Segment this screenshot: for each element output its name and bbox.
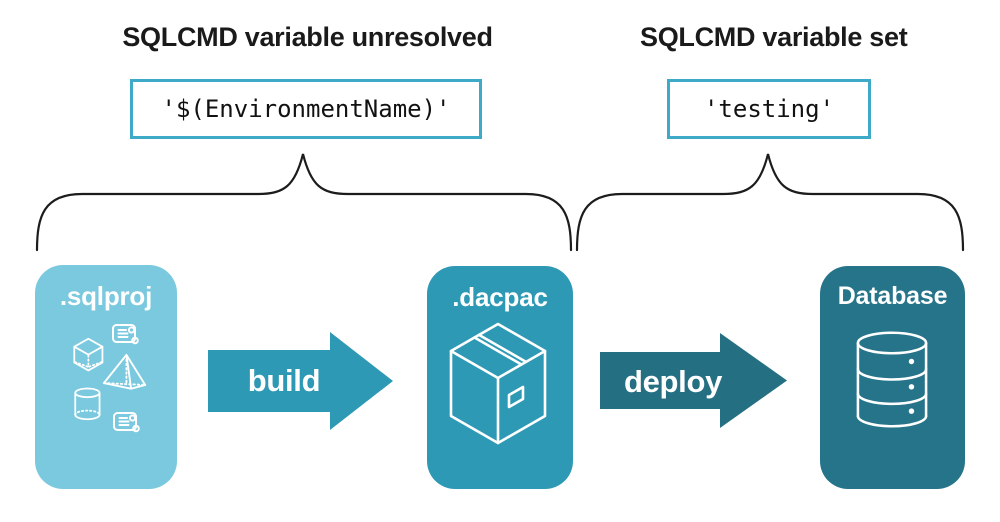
deploy-arrow-label: deploy <box>623 363 723 399</box>
code-box-environment-variable: '$(EnvironmentName)' <box>130 79 482 139</box>
build-arrow-label: build <box>247 363 321 398</box>
cube-icon <box>73 337 104 372</box>
node-dacpac-label: .dacpac <box>452 282 548 312</box>
curly-brace-left <box>35 153 573 252</box>
node-sqlproj: .sqlproj <box>35 265 177 489</box>
sql-objects-icons <box>73 324 147 433</box>
script-scroll-icon <box>112 324 139 345</box>
code-testing-value: 'testing' <box>703 95 835 123</box>
node-database: Database <box>820 266 965 489</box>
database-cylinder-icon <box>856 331 928 428</box>
pyramid-icon <box>102 353 147 390</box>
curly-brace-right <box>575 153 965 252</box>
heading-variable-set: SQLCMD variable set <box>640 22 908 52</box>
package-box-icon <box>449 322 547 445</box>
node-dacpac: .dacpac <box>427 266 573 489</box>
code-box-testing-value: 'testing' <box>667 79 871 139</box>
heading-variable-unresolved: SQLCMD variable unresolved <box>122 22 493 52</box>
code-environment-variable: '$(EnvironmentName)' <box>161 95 451 123</box>
cylinder-icon <box>74 387 101 421</box>
deploy-arrow <box>600 333 787 428</box>
node-sqlproj-label: .sqlproj <box>59 281 153 311</box>
node-database-label: Database <box>837 282 948 310</box>
script-scroll-icon <box>113 412 140 433</box>
build-arrow <box>208 332 393 430</box>
